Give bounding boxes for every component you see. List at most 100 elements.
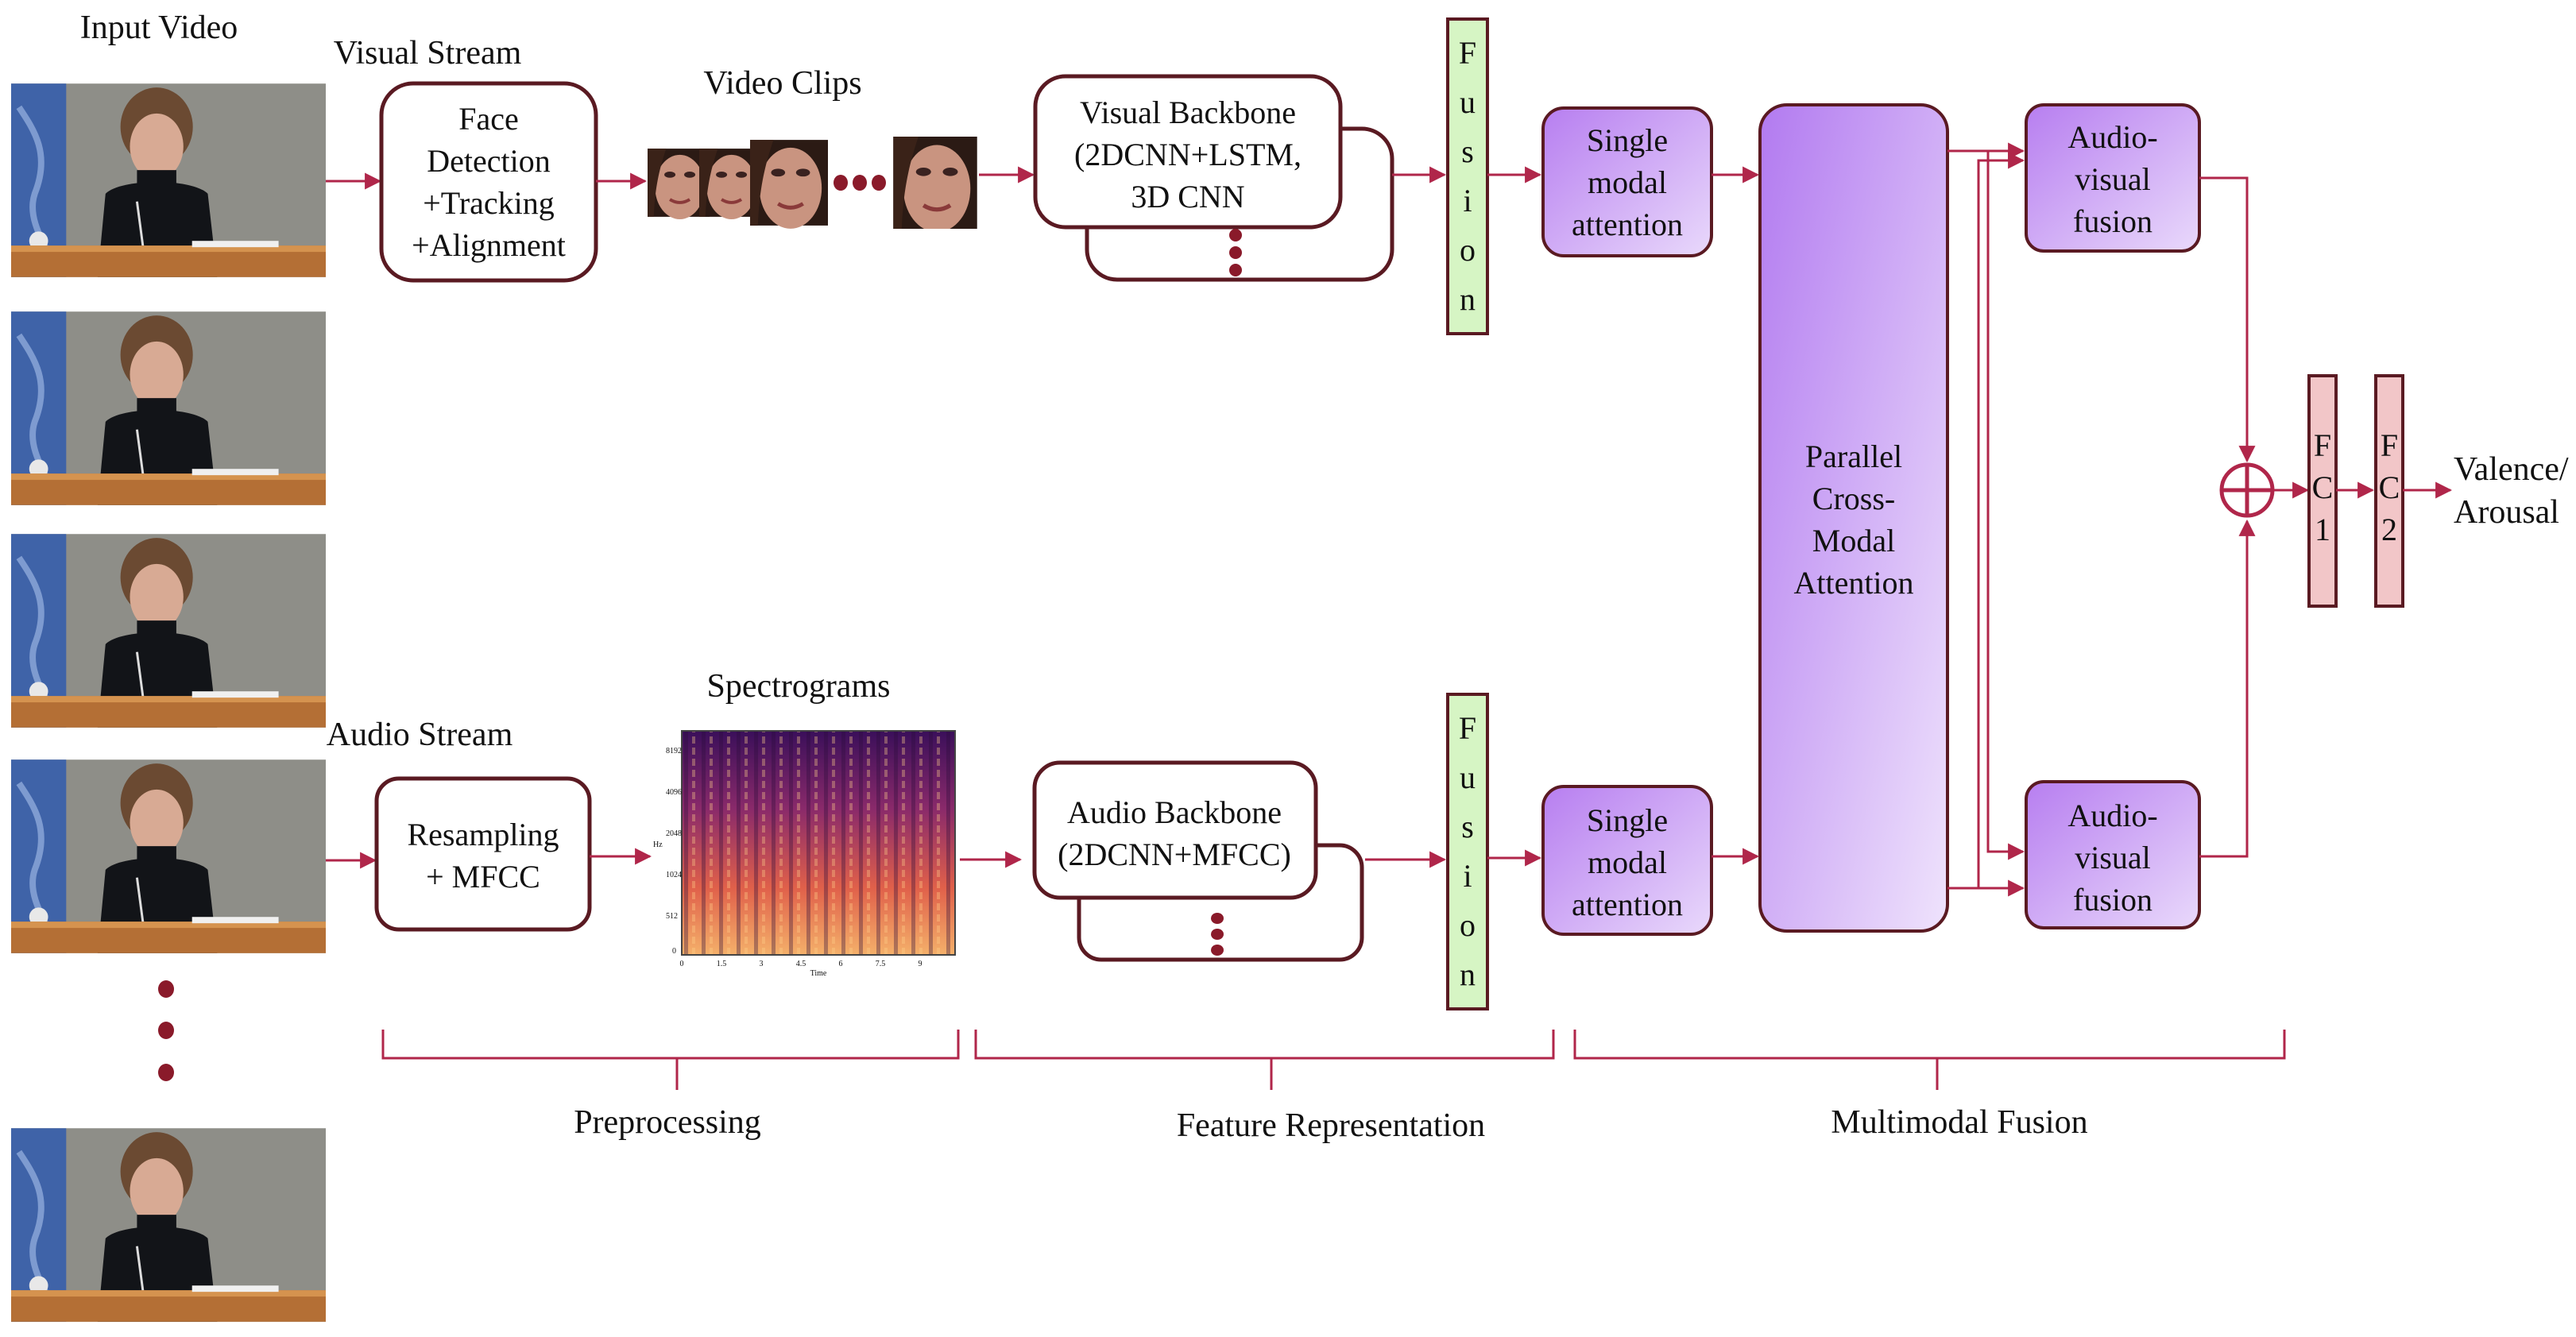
face-clip [893, 137, 977, 232]
preprocessing-brace [381, 1030, 960, 1090]
video-frame [11, 83, 326, 277]
spectrogram-ytick: 2048 [666, 829, 682, 838]
fc1-letter: C [2312, 469, 2334, 505]
av-fusion-line: fusion [2073, 882, 2152, 918]
audio-backbone-line: (2DCNN+MFCC) [1058, 837, 1291, 872]
single-modal-attention-line: attention [1572, 887, 1683, 922]
multimodal-fusion-label: Multimodal Fusion [1831, 1104, 2087, 1141]
fusion-letter: n [1460, 281, 1476, 317]
resampling-mfcc-box [374, 776, 592, 932]
single-modal-attention-bottom [1541, 785, 1713, 936]
fusion-letter: o [1460, 232, 1476, 268]
fc1-layer [2307, 374, 2338, 608]
spectrogram: 8192 4096 2048 1024 512 0 Hz 0 1.5 3 4.5… [653, 730, 956, 978]
backbone-ellipsis-dots [1211, 913, 1224, 956]
video-frame [11, 1128, 326, 1322]
fusion-bar-top [1446, 17, 1489, 335]
single-modal-attention-line: attention [1572, 207, 1683, 242]
spectrograms-label: Spectrograms [707, 668, 891, 705]
spectrogram-xtick: 4.5 [796, 960, 806, 968]
feature-representation-brace [974, 1030, 1555, 1090]
fusion-to-sum-connectors [2199, 176, 2256, 858]
input-video-title: Input Video [80, 10, 238, 46]
video-frame [11, 759, 326, 953]
input-video-frames [11, 83, 326, 1322]
fc2-letter: C [2379, 469, 2400, 505]
backbone-ellipsis-dots [1229, 229, 1242, 276]
spectrogram-xtick: 0 [680, 960, 684, 968]
video-frame [11, 534, 326, 728]
spectrogram-xtick: 6 [839, 960, 843, 968]
output-line: Valence/ [2454, 451, 2569, 488]
spectrogram-ytick: 512 [666, 912, 678, 921]
visual-backbone-line: (2DCNN+LSTM, [1074, 137, 1302, 172]
face-clip [750, 140, 828, 229]
output-line: Arousal [2454, 494, 2559, 531]
multimodal-fusion-brace [1573, 1030, 2286, 1090]
ellipsis-dot [853, 175, 867, 191]
fc2-letter: 2 [2381, 512, 2397, 547]
spectrogram-xlabel: Time [810, 969, 827, 978]
fusion-letter: s [1461, 133, 1474, 169]
fc1-letter: F [2314, 427, 2331, 463]
fc2-letter: F [2381, 427, 2398, 463]
fusion-letter: n [1460, 956, 1476, 992]
fusion-letter: F [1459, 35, 1476, 71]
pcma-line: Parallel [1805, 439, 1902, 474]
ellipsis-dot [872, 175, 886, 191]
sum-node [2219, 462, 2275, 518]
spectrogram-xtick: 9 [919, 960, 922, 968]
fusion-letter: i [1463, 858, 1472, 894]
av-fusion-line: fusion [2073, 203, 2152, 239]
spectrogram-ytick: 4096 [666, 788, 682, 797]
spectrogram-ytick: 1024 [666, 871, 682, 879]
video-clips-label: Video Clips [703, 65, 861, 102]
pcma-line: Modal [1812, 523, 1895, 558]
stage-braces [381, 1030, 2286, 1090]
visual-backbone-box [1033, 74, 1343, 230]
resampling-line: Resampling [407, 817, 559, 852]
pcma-line: Cross- [1812, 481, 1895, 516]
av-fusion-line: Audio- [2067, 798, 2157, 833]
single-modal-attention-line: modal [1588, 164, 1667, 200]
av-fusion-line: visual [2075, 840, 2151, 875]
spectrogram-ytick: 8192 [666, 747, 682, 755]
parallel-cross-modal-attention [1758, 103, 1949, 933]
video-frame [11, 311, 326, 505]
fc1-letter: 1 [2315, 512, 2330, 547]
face-detection-line: Face [458, 101, 519, 137]
single-modal-attention-line: modal [1588, 844, 1667, 880]
audio-visual-fusion-bottom [2025, 780, 2201, 929]
fusion-letter: u [1460, 759, 1476, 795]
spectrogram-ytick: 0 [672, 947, 676, 956]
visual-backbone-line: 3D CNN [1131, 179, 1244, 214]
fusion-letter: F [1459, 710, 1476, 746]
resampling-line: + MFCC [426, 859, 540, 895]
fusion-letter: i [1463, 183, 1472, 218]
fusion-letter: s [1461, 809, 1474, 844]
frame-ellipsis-dots [158, 980, 174, 1081]
face-detection-line: +Tracking [423, 185, 555, 221]
face-detection-line: Detection [427, 143, 551, 179]
visual-backbone-line: Visual Backbone [1080, 95, 1296, 130]
pcma-to-fusion-connectors [1947, 142, 2025, 897]
single-modal-attention-line: Single [1587, 802, 1668, 838]
audio-backbone-line: Audio Backbone [1067, 794, 1282, 830]
spectrogram-xtick: 7.5 [876, 960, 886, 968]
fusion-letter: o [1460, 907, 1476, 943]
face-detection-line: +Alignment [412, 227, 566, 263]
fusion-bar-bottom [1446, 693, 1489, 1010]
spectrogram-xtick: 1.5 [717, 960, 727, 968]
video-clips [648, 137, 977, 232]
spectrogram-xtick: 3 [760, 960, 764, 968]
spectrogram-ylabel: Hz [653, 840, 663, 849]
ellipsis-dot [834, 175, 848, 191]
single-modal-attention-top [1541, 106, 1713, 257]
visual-stream-title: Visual Stream [334, 35, 522, 71]
pcma-line: Attention [1793, 565, 1913, 601]
preprocessing-label: Preprocessing [574, 1104, 761, 1141]
av-fusion-line: Audio- [2067, 119, 2157, 155]
audio-stream-title: Audio Stream [327, 717, 513, 753]
audio-backbone-box [1032, 760, 1318, 900]
